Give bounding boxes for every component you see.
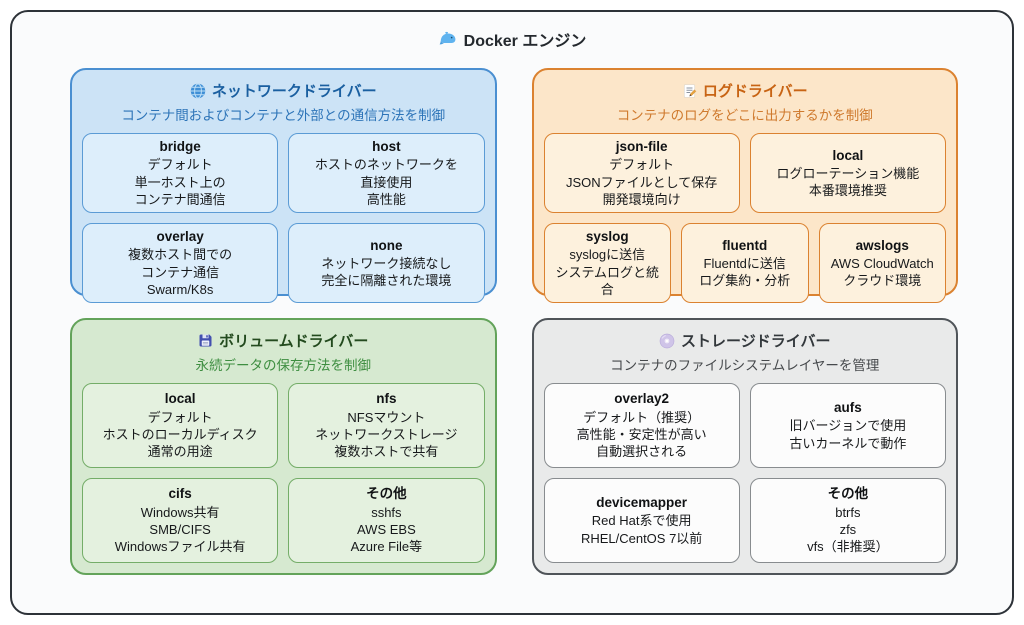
log-panel-title: ログドライバー <box>544 80 947 101</box>
card-json-file: json-file デフォルト JSONファイルとして保存 開発環境向け <box>543 133 740 214</box>
card-host: host ホストのネットワークを 直接使用 高性能 <box>288 133 485 214</box>
page-title: Docker エンジン <box>12 26 1012 52</box>
storage-panel-title-text: ストレージドライバー <box>681 333 831 350</box>
storage-panel-title: ストレージドライバー <box>544 330 947 351</box>
network-panel-title-text: ネットワークドライバー <box>211 83 377 100</box>
card-volume-others: その他 sshfs AWS EBS Azure File等 <box>288 478 485 563</box>
card-syslog: syslog syslogに送信 システムログと統合 <box>543 223 671 304</box>
card-bridge: bridge デフォルト 単一ホスト上の コンテナ間通信 <box>82 133 279 214</box>
docker-engine-diagram: Docker エンジン ネットワークドライバー コンテナ間およびコンテナと外部と… <box>10 10 1014 615</box>
volume-panel-subtitle: 永続データの保存方法を制御 <box>195 358 372 373</box>
memo-icon <box>682 83 697 99</box>
panel-volume-drivers: ボリュームドライバー 永続データの保存方法を制御 local デフォルト ホスト… <box>70 318 497 575</box>
panel-log-drivers: ログドライバー コンテナのログをどこに出力するかを制御 json-file デフ… <box>531 68 958 304</box>
card-none: none ネットワーク接続なし 完全に隔離された環境 <box>288 223 485 304</box>
panel-storage-drivers: ストレージドライバー コンテナのファイルシステムレイヤーを管理 overlay2… <box>531 318 958 575</box>
card-overlay: overlay 複数ホスト間での コンテナ通信 Swarm/K8s <box>82 223 279 304</box>
log-panel-title-text: ログドライバー <box>702 83 808 100</box>
card-storage-others: その他 btrfs zfs vfs（非推奨） <box>749 478 946 563</box>
card-aufs: aufs 旧バージョンで使用 古いカーネルで動作 <box>749 383 946 468</box>
storage-panel-subtitle: コンテナのファイルシステムレイヤーを管理 <box>610 358 880 373</box>
whale-icon <box>438 31 457 47</box>
card-local-volume: local デフォルト ホストのローカルディスク 通常の用途 <box>82 383 279 468</box>
card-fluentd: fluentd Fluentdに送信 ログ集約・分析 <box>681 223 809 304</box>
network-panel-title: ネットワークドライバー <box>82 80 485 101</box>
card-cifs: cifs Windows共有 SMB/CIFS Windowsファイル共有 <box>82 478 279 563</box>
volume-panel-title: ボリュームドライバー <box>82 330 485 351</box>
floppy-icon <box>198 333 213 348</box>
card-local-log: local ログローテーション機能 本番環境推奨 <box>749 133 946 214</box>
log-panel-subtitle: コンテナのログをどこに出力するかを制御 <box>616 108 873 123</box>
panels-grid: ネットワークドライバー コンテナ間およびコンテナと外部との通信方法を制御 bri… <box>12 52 1012 575</box>
panel-network-drivers: ネットワークドライバー コンテナ間およびコンテナと外部との通信方法を制御 bri… <box>70 68 497 304</box>
card-awslogs: awslogs AWS CloudWatch クラウド環境 <box>818 223 946 304</box>
card-nfs: nfs NFSマウント ネットワークストレージ 複数ホストで共有 <box>288 383 485 468</box>
cd-icon <box>659 333 675 349</box>
network-panel-subtitle: コンテナ間およびコンテナと外部との通信方法を制御 <box>121 108 446 123</box>
card-overlay2: overlay2 デフォルト（推奨） 高性能・安定性が高い 自動選択される <box>543 383 740 468</box>
page-title-text: Docker エンジン <box>463 33 587 50</box>
globe-icon <box>190 82 206 99</box>
volume-panel-title-text: ボリュームドライバー <box>219 333 369 350</box>
card-devicemapper: devicemapper Red Hat系で使用 RHEL/CentOS 7以前 <box>543 478 740 563</box>
